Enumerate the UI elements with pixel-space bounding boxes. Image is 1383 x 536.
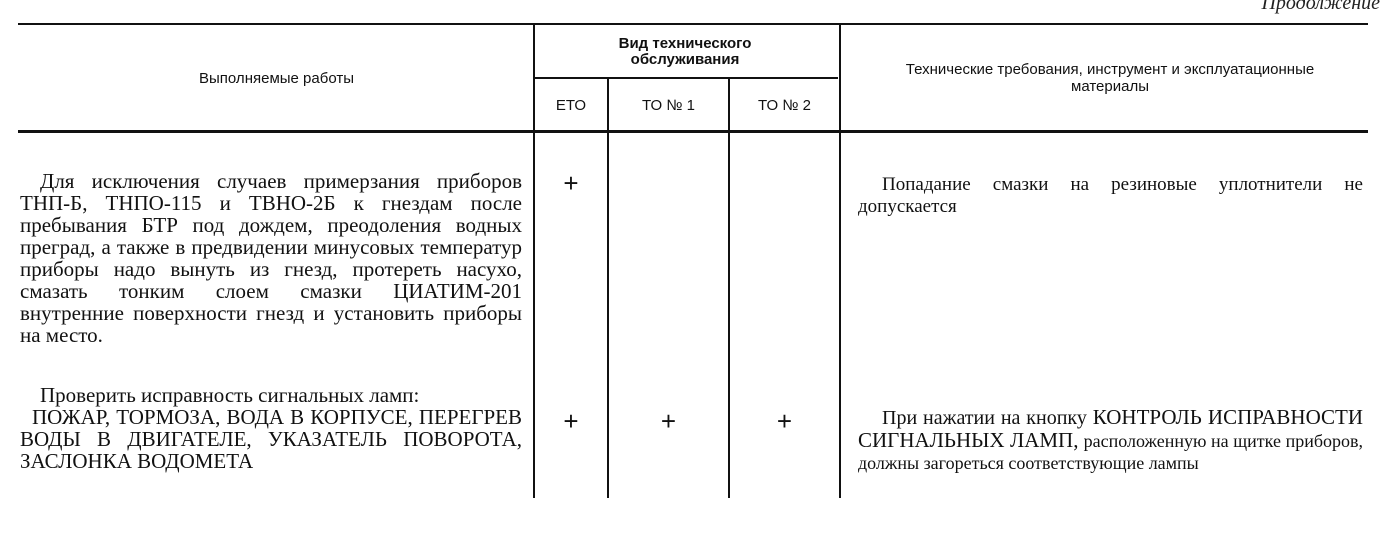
column-divider-eto	[607, 78, 609, 498]
table-top-rule	[18, 23, 1368, 25]
header-bottom-rule	[18, 130, 1368, 133]
header-maintenance-type: Вид технического обслуживания	[618, 35, 752, 68]
header-requirements: Технические требования, инструмент и экс…	[905, 61, 1315, 95]
table-row-1-requirement: Попадание смазки на резиновые уплотнител…	[858, 174, 1363, 217]
column-divider-to1	[728, 78, 730, 498]
header-works: Выполняемые работы	[199, 70, 354, 87]
table-row-2-to1-mark: +	[660, 406, 677, 436]
table-row-2-eto-mark: +	[563, 406, 579, 436]
table-row-2-requirement-start: При нажатии на кнопку	[882, 407, 1087, 429]
table-row-1-work: Для исключения случаев примерзания прибо…	[20, 169, 522, 347]
header-to2: ТО № 2	[758, 97, 811, 114]
table-row-2-to2-mark: +	[776, 406, 793, 436]
table-row-1-eto-mark: +	[563, 168, 579, 198]
table-row-2-requirement: При нажатии на кнопку КОНТРОЛЬ ИСПРАВНОС…	[858, 406, 1363, 474]
table-row-2-requirement-caps: КОНТРОЛЬ ИСПРАВНОСТИ СИГНАЛЬНЫХ ЛАМП,	[858, 405, 1364, 452]
column-divider-works	[533, 24, 535, 498]
column-divider-to2	[839, 24, 841, 498]
header-to1: ТО № 1	[642, 97, 695, 114]
maintenance-subheader-rule	[535, 77, 838, 79]
continuation-label: Продолжение	[1261, 0, 1380, 14]
table-row-2-work: Проверить исправность сигнальных ламп: П…	[20, 384, 522, 472]
table-row-2-work-lamps: ПОЖАР, ТОРМОЗА, ВОДА В КОРПУСЕ, ПЕРЕГРЕВ…	[20, 405, 522, 473]
table-row-2-requirement-end: расположенную на щитке приборов, должны …	[858, 431, 1364, 473]
table-row-2-work-intro: Проверить исправность сигнальных ламп:	[40, 383, 420, 407]
table-row-2-requirement-text: При нажатии на кнопку КОНТРОЛЬ ИСПРАВНОС…	[858, 406, 1363, 474]
header-eto: ЕТО	[555, 97, 587, 114]
